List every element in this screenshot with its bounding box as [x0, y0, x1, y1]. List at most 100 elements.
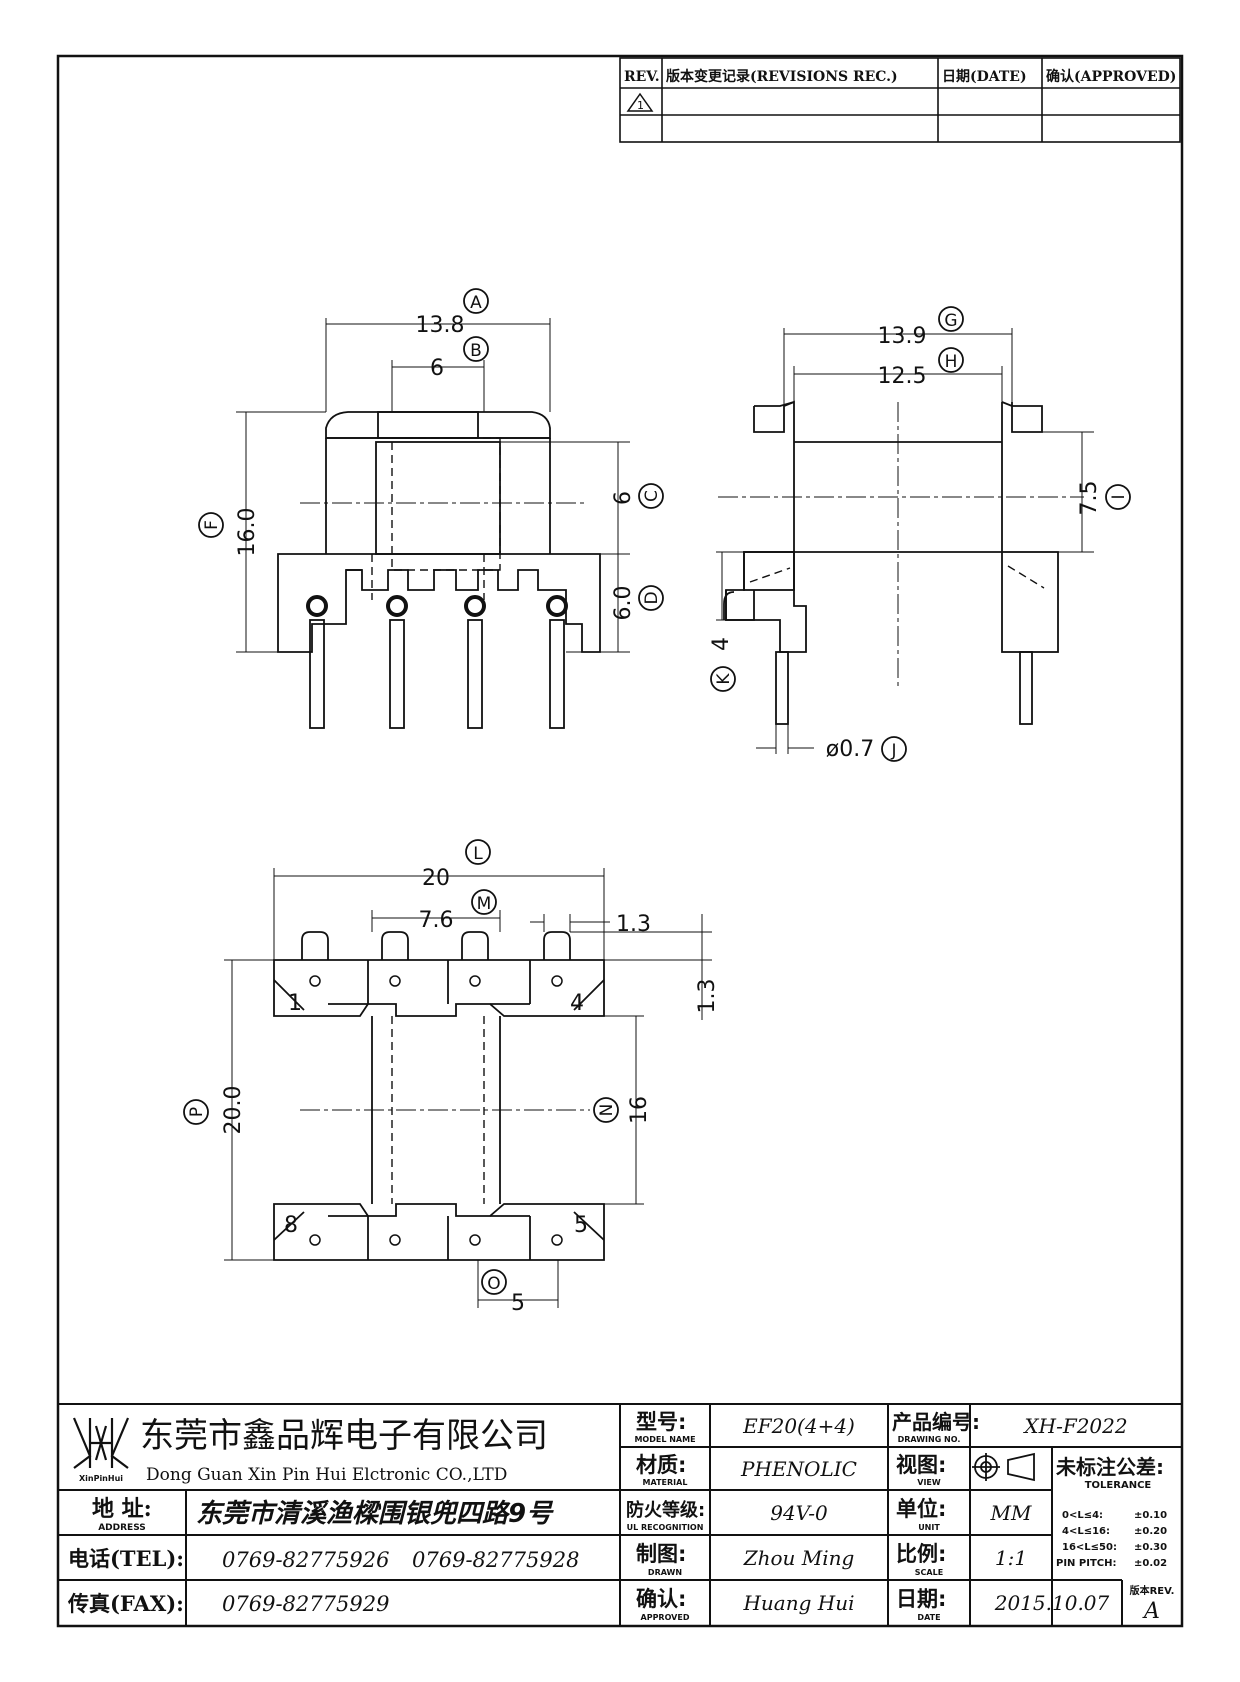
dim-g-value: 13.9	[878, 324, 927, 349]
fax-label: 传真(FAX):	[67, 1591, 184, 1616]
approved-label: 确认:	[636, 1587, 686, 1611]
date-label: 日期:	[896, 1587, 946, 1611]
dim-pitch2-value: 1.3	[695, 979, 720, 1014]
model-value: EF20(4+4)	[742, 1414, 855, 1438]
tolerance-list: 0<L≤4: ±0.10 4<L≤16: ±0.20 16<L≤50: ±0.3…	[1056, 1510, 1167, 1569]
company-name-en: Dong Guan Xin Pin Hui Elctronic CO.,LTD	[146, 1465, 507, 1485]
title-block	[58, 1403, 1182, 1626]
callout-b: B	[470, 341, 482, 361]
unit-label-en: UNIT	[918, 1523, 940, 1532]
dim-f-value: 16.0	[235, 508, 260, 557]
callout-m: M	[477, 894, 492, 914]
callout-n: N	[597, 1104, 617, 1117]
callout-c: C	[642, 490, 662, 502]
date-label-en: DATE	[917, 1613, 940, 1622]
company-logo	[72, 1417, 130, 1469]
revision-record-header: 版本变更记录(REVISIONS REC.)	[666, 68, 898, 85]
logo-wordmark: XinPinHui	[79, 1474, 123, 1483]
tel-value-1: 0769-82775926	[222, 1548, 389, 1572]
unit-value: MM	[990, 1501, 1032, 1525]
callout-f: F	[202, 520, 222, 530]
pin-5-label: 5	[574, 1213, 588, 1238]
date-value: 2015.10.07	[994, 1591, 1110, 1615]
tolerance-range: 4<L≤16:	[1062, 1526, 1110, 1537]
callout-l: L	[473, 844, 483, 864]
scale-label-en: SCALE	[915, 1568, 943, 1577]
dim-d-value: 6.0	[611, 586, 636, 621]
drawing-no-value: XH-F2022	[1022, 1414, 1127, 1438]
drawing-no-label: 产品编号:	[892, 1410, 980, 1434]
tolerance-title: 未标注公差:	[1056, 1455, 1164, 1479]
company-name-cn: 东莞市鑫品辉电子有限公司	[140, 1416, 548, 1456]
callout-d: D	[642, 591, 662, 604]
scale-value: 1:1	[995, 1546, 1027, 1570]
callout-h: H	[945, 352, 958, 372]
dim-m-value: 7.6	[419, 908, 454, 933]
tolerance-range: 16<L≤50:	[1062, 1542, 1117, 1553]
tolerance-value: ±0.02	[1134, 1558, 1167, 1569]
tel-value-2: 0769-82775928	[412, 1548, 579, 1572]
tel-label: 电话(TEL):	[68, 1546, 184, 1571]
dim-j-value: ø0.7	[826, 737, 874, 762]
revision-date-header: 日期(DATE)	[942, 69, 1027, 85]
ul-value: 94V-0	[770, 1501, 828, 1525]
front-view: 13.8 6 6 6.0 16.0 A B C D F	[198, 288, 664, 729]
dim-n-value: 16	[627, 1096, 652, 1124]
material-label: 材质:	[636, 1453, 686, 1477]
ul-label-en: UL RECOGNITION	[627, 1523, 704, 1532]
view-label-en: VIEW	[917, 1478, 941, 1487]
revision-marker: 1	[637, 99, 644, 112]
tolerance-value: ±0.10	[1134, 1510, 1167, 1521]
callout-p: P	[187, 1107, 207, 1117]
fax-value: 0769-82775929	[222, 1592, 389, 1616]
dim-p-value: 20.0	[221, 1086, 246, 1135]
drawn-label-en: DRAWN	[648, 1568, 682, 1577]
drawn-label: 制图:	[636, 1542, 686, 1566]
drawn-value: Zhou Ming	[743, 1546, 855, 1570]
callout-o: O	[487, 1274, 500, 1294]
ul-label: 防火等级:	[626, 1499, 705, 1521]
material-value: PHENOLIC	[740, 1457, 857, 1481]
tolerance-range: PIN PITCH:	[1056, 1558, 1116, 1569]
pin-4-label: 4	[570, 991, 584, 1016]
dim-i-value: 7.5	[1077, 481, 1102, 516]
tolerance-value: ±0.20	[1134, 1526, 1167, 1537]
revision-table	[619, 57, 1181, 143]
scale-label: 比例:	[896, 1542, 946, 1566]
material-label-en: MATERIAL	[643, 1478, 688, 1487]
bottom-view: 1 4 8 5 20	[183, 839, 720, 1316]
third-angle-projection-icon	[972, 1452, 1035, 1482]
dim-k-value: 4	[709, 637, 734, 651]
tolerance-value: ±0.30	[1134, 1542, 1167, 1553]
callout-a: A	[470, 293, 482, 313]
callout-i: I	[1109, 494, 1129, 499]
dim-h-value: 12.5	[878, 364, 927, 389]
model-label: 型号:	[636, 1410, 686, 1434]
rev-header: REV.	[624, 69, 660, 85]
pin-8-label: 8	[284, 1213, 298, 1238]
address-label: 地 址:	[92, 1496, 152, 1522]
address-label-en: ADDRESS	[98, 1523, 146, 1533]
dim-a-value: 13.8	[416, 313, 465, 338]
pin-1-label: 1	[288, 991, 302, 1016]
tolerance-range: 0<L≤4:	[1062, 1510, 1103, 1521]
approved-label-en: APPROVED	[641, 1613, 690, 1622]
sheet-border	[56, 54, 1184, 1628]
callout-j: J	[890, 741, 896, 761]
dim-b-value: 6	[430, 356, 444, 381]
revision-triangle-icon	[626, 92, 654, 112]
tolerance-title-en: TOLERANCE	[1085, 1480, 1152, 1491]
unit-label: 单位:	[896, 1497, 946, 1521]
dim-pitch-value: 1.3	[616, 912, 651, 937]
drawing-no-label-en: DRAWING NO.	[898, 1435, 961, 1444]
dim-l-value: 20	[422, 866, 450, 891]
dim-c-value: 6	[611, 491, 636, 505]
approved-value: Huang Hui	[742, 1591, 854, 1615]
revision-approved-header: 确认(APPROVED)	[1046, 68, 1176, 85]
view-label: 视图:	[896, 1453, 946, 1477]
model-label-en: MODEL NAME	[634, 1435, 695, 1444]
callout-g: G	[944, 311, 957, 331]
rev-label: 版本REV.	[1130, 1584, 1175, 1597]
callout-k: K	[714, 673, 734, 685]
